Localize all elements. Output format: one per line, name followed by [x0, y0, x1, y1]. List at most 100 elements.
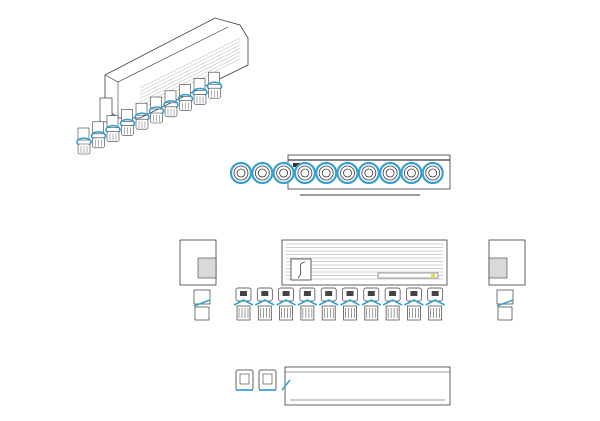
port-body: [236, 305, 251, 321]
port-head: [179, 84, 191, 97]
port-seal: [382, 299, 403, 306]
port-top: [233, 287, 254, 321]
port-head: [164, 90, 177, 104]
port-window: [261, 291, 269, 296]
port-front: [379, 161, 402, 185]
port-iso: [105, 115, 121, 142]
side-port-body: [497, 306, 513, 321]
port-iso: [148, 96, 165, 124]
port-body: [279, 305, 293, 321]
cooling-rib: [139, 37, 241, 89]
port-iso: [206, 71, 223, 99]
port-front: [357, 161, 380, 185]
port-seal: [425, 299, 446, 306]
cooling-rib: [139, 44, 241, 96]
logo-mark: [297, 261, 306, 279]
side-port-body: [194, 306, 210, 321]
port-head: [150, 96, 162, 110]
housing-bottom: [284, 366, 451, 406]
port-seal: [318, 299, 339, 306]
port-iso: [192, 78, 208, 105]
port-head: [193, 78, 206, 91]
port-window: [325, 291, 333, 296]
port-front: [421, 161, 444, 185]
port-window: [282, 291, 290, 296]
port-head: [106, 115, 119, 128]
port-seal: [281, 379, 291, 391]
top-view: [233, 239, 448, 321]
label-strip: [377, 272, 439, 279]
port-inner: [385, 168, 395, 178]
port-window: [431, 291, 439, 296]
port-front: [272, 161, 295, 185]
port-top: [297, 287, 318, 321]
label-indicator: [431, 274, 435, 277]
cooling-rib: [139, 41, 241, 92]
port-seal: [361, 299, 382, 306]
isometric-view: [76, 17, 249, 155]
port-front: [229, 161, 253, 185]
port-inner: [236, 168, 246, 178]
port-bottom: [235, 369, 254, 391]
port-body: [257, 305, 272, 321]
port-top: [425, 287, 446, 321]
port-front: [336, 161, 359, 185]
port-body: [300, 305, 315, 321]
port-inner: [343, 168, 352, 178]
side-port-seal: [193, 299, 211, 307]
port-iso: [76, 127, 92, 155]
side-bracket: [197, 257, 217, 279]
port-seal: [233, 299, 254, 306]
port-iso: [90, 121, 107, 149]
port-window: [410, 291, 418, 296]
front-view: [229, 154, 451, 196]
port-head: [208, 71, 220, 85]
port-iso: [134, 102, 150, 130]
port-front: [251, 161, 274, 185]
side-port-head: [193, 289, 211, 305]
port-top: [382, 287, 403, 321]
port-top: [340, 287, 360, 321]
port-head: [121, 109, 133, 122]
cooling-rib: [139, 48, 241, 99]
port-body: [428, 305, 443, 321]
port-body: [385, 305, 400, 321]
port-seal: [254, 299, 275, 306]
port-head: [77, 127, 90, 141]
cooling-rib: [139, 51, 241, 103]
port-seal: [297, 299, 318, 306]
port-iso: [119, 109, 136, 136]
port-window: [239, 373, 250, 385]
port-window: [262, 373, 273, 385]
port-front: [293, 161, 316, 185]
port-inner: [406, 168, 416, 178]
port-inner: [428, 168, 438, 178]
port-iso: [163, 90, 179, 118]
bottom-view: [235, 366, 451, 406]
logo-box: [290, 258, 312, 281]
left-side-view: [179, 239, 217, 321]
side-bracket: [488, 257, 508, 279]
port-body: [364, 305, 379, 321]
port-window: [389, 291, 397, 296]
port-inner: [321, 168, 331, 178]
port-inner: [364, 168, 374, 178]
port-seal: [340, 299, 360, 306]
port-seal: [404, 299, 424, 306]
port-bottom: [258, 369, 277, 391]
port-head: [135, 102, 148, 116]
port-window: [240, 291, 247, 296]
port-inner: [279, 168, 289, 178]
port-seal: [276, 299, 296, 306]
side-port-seal: [496, 299, 514, 307]
port-body: [321, 305, 336, 321]
port-window: [303, 291, 311, 296]
right-side-view: [488, 239, 526, 321]
port-body: [343, 305, 357, 321]
port-top: [254, 287, 275, 321]
side-port-head: [496, 289, 514, 305]
port-inner: [300, 168, 310, 178]
port-front: [315, 161, 338, 185]
port-top: [276, 287, 296, 321]
